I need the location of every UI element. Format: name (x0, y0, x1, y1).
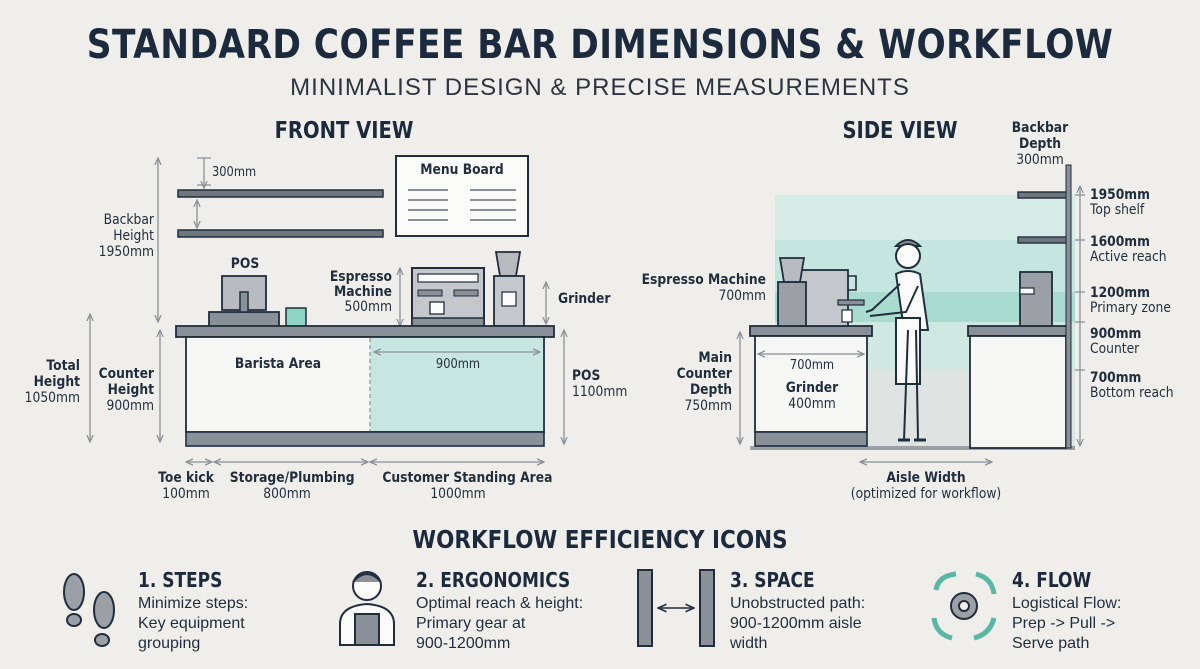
pos-label: POS (230, 256, 260, 272)
espresso-machine-side (797, 269, 865, 327)
page-title: STANDARD COFFEE BAR DIMENSIONS & WORKFLO… (86, 22, 1114, 68)
counter-depth-label: 700mm (789, 358, 835, 373)
espresso-side-label: Espresso Machine 700mm (641, 272, 766, 304)
main-counter-side (749, 325, 873, 337)
barista-area-label: Barista Area (234, 356, 322, 372)
grinder-side (777, 257, 807, 327)
workflow-item-ergonomics: 2. ERGONOMICS Optimal reach & height: Pr… (416, 568, 584, 652)
backbar-depth-label: Backbar Depth 300mm (1011, 120, 1069, 168)
grinder-side-label: Grinder 400mm (785, 380, 839, 412)
backbar-shelf-side-1 (1017, 191, 1069, 199)
counter-top-front (175, 325, 555, 338)
main-counter-depth-label: Main Counter Depth 750mm (676, 350, 732, 414)
pos-height-label: POS 1100mm (572, 368, 628, 400)
barista-figure (865, 239, 930, 442)
front-view-drawing (90, 155, 564, 462)
backbar-shelf-top (177, 189, 384, 198)
menu-board (395, 155, 529, 237)
shelf-gap-label: 300mm (212, 165, 257, 180)
workflow-heading: WORKFLOW EFFICIENCY ICONS (412, 525, 788, 554)
customer-area-label: Customer Standing Area 1000mm (382, 470, 553, 502)
grinder-front-label: Grinder (558, 291, 611, 307)
pos-terminal (208, 275, 307, 329)
back-counter-side (967, 325, 1069, 337)
backbar-height-label: Backbar Height 1950mm (98, 212, 154, 260)
side-view-heading: SIDE VIEW (842, 118, 958, 144)
espresso-front-label: Espresso Machine 500mm (329, 269, 392, 315)
grinder-front (493, 251, 525, 327)
counter-span-label: 900mm (435, 357, 481, 372)
workflow-item-steps: 1. STEPS Minimize steps: Key equipment g… (138, 568, 249, 652)
total-height-label: Total Height 1050mm (24, 358, 80, 406)
toe-kick-label: Toe kick 100mm (158, 470, 214, 502)
storage-label: Storage/Plumbing 800mm (229, 470, 355, 502)
space-icon (637, 569, 715, 647)
aisle-width-label: Aisle Width (optimized for workflow) (850, 470, 1002, 502)
backbar-shelf-bottom (177, 229, 384, 238)
front-view-heading: FRONT VIEW (274, 118, 414, 144)
side-view-drawing (740, 164, 1085, 462)
workflow-item-flow: 4. FLOW Logistical Flow: Prep -> Pull ->… (1012, 568, 1122, 652)
barista-icon (339, 571, 395, 646)
footprints-icon (63, 573, 115, 647)
workflow-item-space: 3. SPACE Unobstructed path: 900-1200mm a… (730, 568, 866, 652)
page-subtitle: MINIMALIST DESIGN & PRECISE MEASUREMENTS (290, 74, 910, 101)
toe-kick (185, 431, 545, 447)
backbar-shelf-side-2 (1017, 236, 1069, 244)
flow-cycle-icon (931, 571, 997, 641)
menu-board-label: Menu Board (420, 162, 504, 178)
espresso-machine-front (411, 267, 485, 327)
counter-height-label: Counter Height 900mm (98, 366, 154, 414)
